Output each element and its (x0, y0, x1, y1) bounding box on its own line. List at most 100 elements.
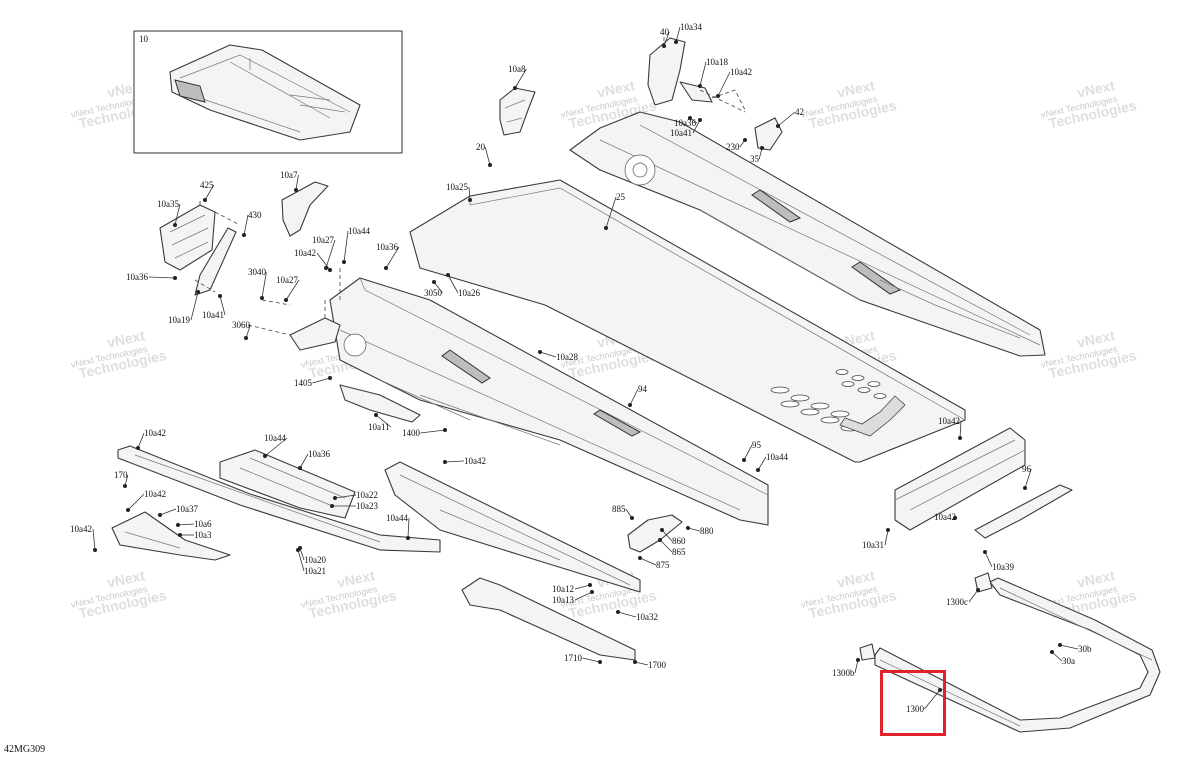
part-callout-170[interactable]: 170 (114, 470, 128, 480)
part-callout-10a8[interactable]: 10a8 (508, 64, 526, 74)
part-callout-30a[interactable]: 30a (1062, 656, 1075, 666)
part-callout-40[interactable]: 40 (660, 27, 670, 37)
part-callout-10a19[interactable]: 10a19 (168, 315, 190, 325)
part-callout-1300[interactable]: 1300 (906, 704, 925, 714)
part-callout-10a13[interactable]: 10a13 (552, 595, 574, 605)
part-callout-1300b[interactable]: 1300b (832, 668, 855, 678)
part-callout-10a11[interactable]: 10a11 (368, 422, 390, 432)
part-callout-10a39[interactable]: 10a39 (992, 562, 1014, 572)
part-callout-94[interactable]: 94 (638, 384, 648, 394)
part-callout-25[interactable]: 25 (616, 192, 626, 202)
fastener-dot (136, 446, 140, 450)
fastener-dot (638, 556, 642, 560)
part-callout-10a42[interactable]: 10a42 (294, 248, 316, 258)
callout-leader-line (204, 184, 215, 201)
part-callout-885[interactable]: 885 (612, 504, 626, 514)
part-callout-10a44[interactable]: 10a44 (766, 452, 788, 462)
callout-leader-line (433, 281, 443, 294)
callout-leader-line (264, 437, 288, 457)
part-callout-10a6[interactable]: 10a6 (194, 519, 212, 529)
part-callout-865[interactable]: 865 (672, 547, 686, 557)
callout-leader-line (312, 377, 331, 384)
fastener-dot (342, 260, 346, 264)
part-callout-10a42[interactable]: 10a42 (938, 416, 960, 426)
part-callout-10a7[interactable]: 10a7 (280, 170, 298, 180)
part-callout-1400[interactable]: 1400 (402, 428, 421, 438)
part-callout-10a3[interactable]: 10a3 (194, 530, 212, 540)
callout-leader-line (295, 174, 299, 191)
fastener-dot (742, 458, 746, 462)
part-callout-10a42[interactable]: 10a42 (70, 524, 92, 534)
part-callout-10a20[interactable]: 10a20 (304, 555, 326, 565)
part-callout-3040[interactable]: 3040 (248, 267, 267, 277)
part-callout-10a26[interactable]: 10a26 (458, 288, 480, 298)
part-callout-20[interactable]: 20 (476, 142, 486, 152)
callout-leader-line (299, 547, 305, 561)
part-callout-10a22[interactable]: 10a22 (356, 490, 378, 500)
left-frame-rail (329, 277, 769, 526)
part-callout-10a31[interactable]: 10a31 (862, 540, 884, 550)
part-callout-10a28[interactable]: 10a28 (556, 352, 578, 362)
part-callout-1300c[interactable]: 1300c (946, 597, 968, 607)
part-callout-875[interactable]: 875 (656, 560, 670, 570)
part-callout-10a41[interactable]: 10a41 (202, 310, 224, 320)
fastener-dot (662, 44, 666, 48)
part-callout-10a18[interactable]: 10a18 (706, 57, 728, 67)
part-callout-10a44[interactable]: 10a44 (348, 226, 370, 236)
part-callout-3050[interactable]: 3050 (424, 288, 443, 298)
part-callout-10a34[interactable]: 10a34 (680, 22, 702, 32)
fastener-dot (126, 508, 130, 512)
part-callout-10a25[interactable]: 10a25 (446, 182, 468, 192)
part-callout-10a36[interactable]: 10a36 (308, 449, 330, 459)
part-callout-10a42[interactable]: 10a42 (144, 428, 166, 438)
fastener-dot (756, 468, 760, 472)
part-callout-425[interactable]: 425 (200, 180, 214, 190)
part-callout-10a12[interactable]: 10a12 (552, 584, 574, 594)
part-callout-10a36[interactable]: 10a36 (126, 272, 148, 282)
part-callout-3060[interactable]: 3060 (232, 320, 251, 330)
part-callout-10a42[interactable]: 10a42 (464, 456, 486, 466)
fastener-dot (698, 84, 702, 88)
part-callout-10a42[interactable]: 10a42 (934, 512, 956, 522)
fastener-dot (538, 350, 542, 354)
part-callout-30b[interactable]: 30b (1078, 644, 1092, 654)
fastener-dot (468, 198, 472, 202)
part-callout-430[interactable]: 430 (248, 210, 262, 220)
part-callout-42[interactable]: 42 (795, 107, 804, 117)
fastener-dot (260, 296, 264, 300)
callout-leader-line (574, 584, 591, 590)
part-callout-10a41[interactable]: 10a41 (670, 128, 692, 138)
callout-leader-line (743, 444, 753, 461)
part-callout-10a42[interactable]: 10a42 (144, 489, 166, 499)
part-callout-1405[interactable]: 1405 (294, 378, 313, 388)
callout-leader-line (692, 119, 701, 134)
callout-leader-line (219, 295, 226, 316)
part-callout-10a37[interactable]: 10a37 (176, 504, 198, 514)
svg-text:vNext: vNext (106, 567, 147, 591)
part-callout-10a36[interactable]: 10a36 (674, 118, 696, 128)
part-callout-1700[interactable]: 1700 (648, 660, 667, 670)
part-callout-10a44[interactable]: 10a44 (386, 513, 408, 523)
part-callout-10a27[interactable]: 10a27 (276, 275, 298, 285)
part-callout-1710[interactable]: 1710 (564, 653, 583, 663)
part-callout-10a42[interactable]: 10a42 (730, 67, 752, 77)
part-callout-880[interactable]: 880 (700, 526, 714, 536)
part-callout-10a21[interactable]: 10a21 (304, 566, 326, 576)
fastener-dot (443, 428, 447, 432)
part-callout-35[interactable]: 35 (750, 154, 760, 164)
part-callout-10a27[interactable]: 10a27 (312, 235, 334, 245)
part-callout-10a32[interactable]: 10a32 (636, 612, 658, 622)
part-callout-10a44[interactable]: 10a44 (264, 433, 286, 443)
highlight-box (880, 670, 946, 736)
part-callout-10a23[interactable]: 10a23 (356, 501, 378, 511)
part-callout-860[interactable]: 860 (672, 536, 686, 546)
part-callout-96[interactable]: 96 (1022, 464, 1032, 474)
bracket-10a35-assembly (159, 198, 241, 296)
bracket-10a39 (974, 484, 1073, 539)
part-callout-95[interactable]: 95 (752, 440, 762, 450)
svg-text:vNext: vNext (836, 77, 877, 101)
fastener-dot (488, 163, 492, 167)
part-callout-10a35[interactable]: 10a35 (157, 199, 179, 209)
part-callout-10a36[interactable]: 10a36 (376, 242, 398, 252)
part-callout-230[interactable]: 230 (726, 142, 740, 152)
